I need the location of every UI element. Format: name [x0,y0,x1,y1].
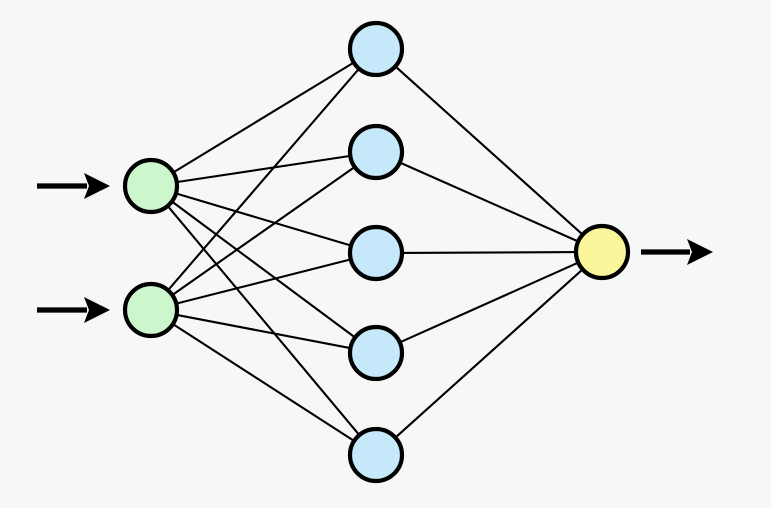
edge-h2-out1 [397,161,581,243]
edge-h4-out1 [397,261,581,344]
edge-in1-h1 [171,60,356,175]
edge-h5-out1 [393,267,585,440]
edge-in1-h4 [170,199,357,340]
input-node-1[interactable] [122,157,180,215]
hidden-node-4[interactable] [347,324,405,382]
edge-h3-out1 [399,251,579,254]
input-arrow-1-head [84,173,110,199]
hidden-node-3[interactable] [347,224,405,282]
edge-in2-h1 [166,66,361,293]
edge-in2-h5 [170,322,357,443]
edge-in1-h2 [174,154,353,184]
hidden-node-5[interactable] [347,426,405,484]
node-group-output-layer [573,223,631,281]
output-node-1[interactable] [573,223,631,281]
edge-in2-h4 [174,313,353,350]
output-arrow-1-head [687,239,713,265]
arrow-group-output [641,239,713,265]
edge-in1-h5 [165,204,362,437]
edge-in2-h3 [174,258,353,305]
hidden-node-1[interactable] [347,20,405,78]
input-arrow-2-head [84,297,110,323]
edge-h1-out1 [393,64,585,237]
edge-group-hidden-to-output [393,64,585,440]
edge-group-input-to-hidden [165,60,362,443]
arrow-group-input [37,173,110,323]
input-node-2[interactable] [122,281,180,339]
edge-in1-h3 [173,192,354,247]
node-group-hidden-layer [347,20,405,484]
node-group-input-layer [122,157,180,339]
hidden-node-2[interactable] [347,123,405,181]
edge-in2-h2 [170,165,357,297]
